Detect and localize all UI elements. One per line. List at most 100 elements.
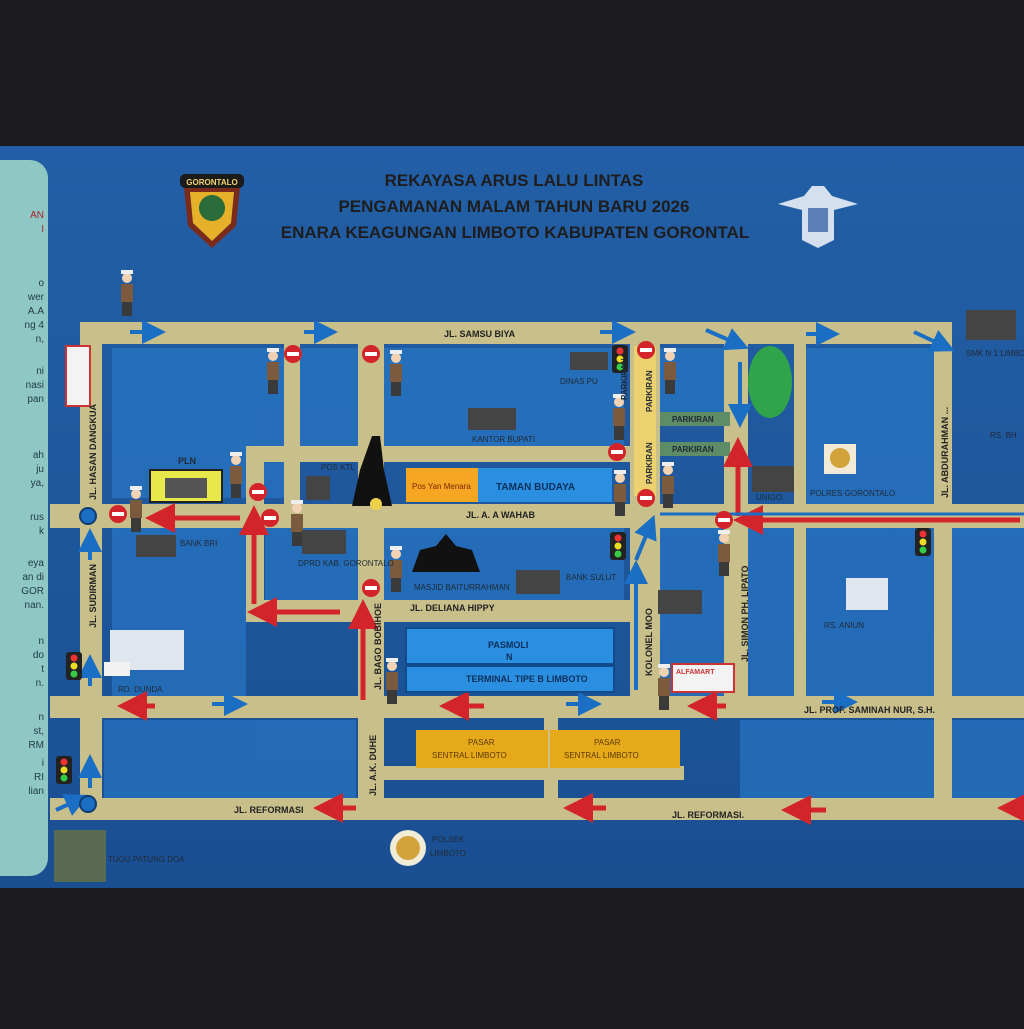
place-label: PASAR [468,738,495,747]
place-label: BANK BRI [180,539,217,548]
police-officer-icon [386,658,398,704]
traffic-light-icon [612,345,628,373]
side-panel-line: n, [35,334,44,345]
place-label: PARKIRAN [645,370,654,412]
place-label: TAMAN BUDAYA [496,482,575,493]
pos-ktl-building-icon [306,476,330,500]
side-panel-line: wer [27,292,44,303]
side-panel-line: A.A [27,306,44,317]
traffic-police-emblem [778,186,858,248]
dinas-pu-building-icon [570,352,608,370]
no-entry-icon [249,483,267,501]
side-panel-line: RI [34,772,44,783]
side-panel-line: st, [33,726,44,737]
pasmoli-box [405,627,615,665]
bank-sulut-building-icon [516,570,560,594]
buildings [54,310,1016,882]
bottom-frame [0,888,1024,1024]
side-panel-line: I [41,224,44,235]
title-line-3: ENARA KEAGUNGAN LIMBOTO KABUPATEN GORONT… [281,223,749,242]
police-officer-icon [121,270,133,316]
police-officer-icon [267,348,279,394]
street-label: JL. HASAN DANGKUA [88,403,98,500]
place-label: DINAS PU [560,377,598,386]
menara-tower-icon [352,436,392,506]
logo-left-text: GORONTALO [186,178,237,187]
street-label: JL. ABDURAHMAN ... [940,407,950,498]
no-entry-icon [362,579,380,597]
place-label: SMK N 1 LIMBOTO [966,349,1024,358]
menara-emblem-icon [370,498,382,510]
place-label: POLSEK [432,835,465,844]
side-panel-line: rus [30,512,44,523]
blue-flow-arrows [55,320,955,816]
traffic-light-icon [56,756,72,784]
side-panel-line: AN [30,210,44,221]
place-label: SENTRAL LIMBOTO [432,751,507,760]
bank-bri-building-icon [658,590,702,614]
side-panel-line: nan. [24,600,44,611]
police-officer-icon [230,452,242,498]
place-labels: PLN BANK BRI DPRD KAB. GORONTALO MASJID … [108,349,1024,864]
no-entry-icon [362,345,380,363]
place-label: RS. ANIUN [824,621,864,630]
side-panel-line: k [39,526,44,537]
police-officer-icon [130,486,142,532]
map-title: REKAYASA ARUS LALU LINTAS PENGAMANAN MAL… [281,171,749,242]
no-entry-icon [637,489,655,507]
terminal-box [405,665,615,693]
side-panel-line: n [38,636,44,647]
police-officer-icon [718,530,730,576]
green-park [748,346,792,418]
place-label: PARKIRAN [672,415,714,424]
side-panel-line: RM [28,740,44,751]
side-panel-line: t [41,664,44,675]
place-label: PARKIRAN [645,442,654,484]
side-panel-line: ng 4 [24,320,44,331]
hospital-building-icon [846,578,888,610]
kantor-bupati-building-icon [468,408,516,430]
blue-arrow-kolonel-diag [634,514,657,561]
place-label: DPRD KAB. GORONTALO [298,559,394,568]
street-label: KOLONEL MOO [644,608,654,676]
side-panel-line: nasi [25,380,44,391]
place-label: PARKIRAN [672,445,714,454]
bank-bri-building-icon [136,535,176,557]
road-minor-1 [284,344,300,514]
place-label: ALFAMART [676,669,715,676]
road-bupati [246,446,630,462]
no-entry-icon [608,443,626,461]
police-officer-icon [658,664,670,710]
no-entry-icon [637,341,655,359]
alfamart-store [671,663,735,693]
place-label: MASJID BAITURRAHMAN [414,583,510,592]
side-panel-line: do [32,650,44,661]
street-label: JL. PROF. SAMINAH NUR, S.H. [804,705,935,715]
street-label: JL. SAMSU BIYA [444,329,516,339]
police-officer-icon [390,546,402,592]
side-panel-line: ju [36,464,44,475]
no-entry-icon [261,509,279,527]
mosque-icon [412,534,480,572]
taman-budaya-box [478,468,612,502]
title-line-2: PENGAMANAN MALAM TAHUN BARU 2026 [338,197,689,216]
road-minor-5 [384,766,684,780]
police-officer-icon [662,462,674,508]
side-panel-line: ni [36,366,44,377]
title-line-1: REKAYASA ARUS LALU LINTAS [385,171,644,190]
street-label: JL. SIMON PH. LIPATO [740,565,750,662]
place-label: RS. BH [990,431,1017,440]
street-label: JL. BAGO BOBIHOE [373,603,383,690]
place-label: TERMINAL TIPE B LIMBOTO [466,674,588,684]
blue-arrow-corner [55,794,89,816]
pln-building-icon [165,478,207,498]
polsek-badge-icon [390,830,426,866]
police-officer-icon [664,348,676,394]
traffic-light-icon [610,532,626,560]
traffic-lights [56,345,931,784]
road-hasan-sudirman [80,322,102,820]
side-panel-line: n [38,712,44,723]
police-officers [121,270,730,710]
